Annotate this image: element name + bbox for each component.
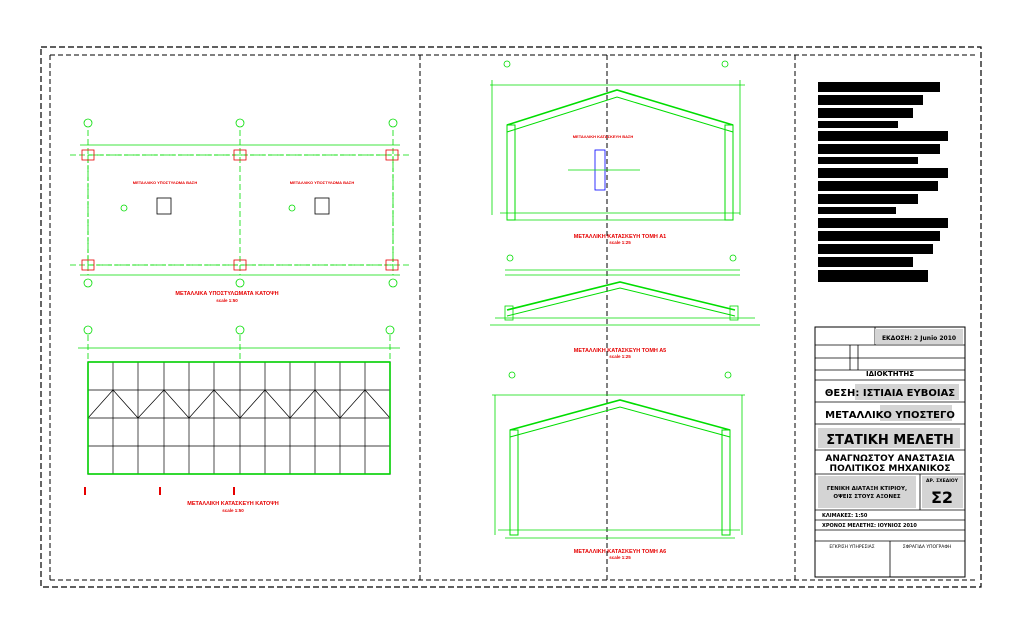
scale-label: ΚΛΙΜΑΚΕΣ: 1:50 bbox=[822, 513, 868, 519]
foundation-plan-scale: scale 1:50 bbox=[216, 298, 238, 303]
foundation-plan-drawing bbox=[70, 118, 410, 288]
sheet-description-line-2: ΟΨΕΙΣ ΣΤΟΥΣ ΑΞΟΝΕΣ bbox=[833, 494, 900, 500]
sheet-description-line-1: ΓΕΝΙΚΗ ΔΙΑΤΑΞΗ ΚΤΙΡΙΟΥ, bbox=[827, 486, 907, 492]
title-block bbox=[814, 326, 966, 578]
edition-label: ΕΚΔΟΣΗ: 2 Junio 2010 bbox=[882, 335, 956, 342]
title-block-highlights bbox=[818, 329, 963, 508]
engineer-title: ΠΟΛΙΤΙΚΟΣ ΜΗΧΑΝΙΚΟΣ bbox=[830, 464, 951, 474]
foundation-plan-title: ΜΕΤΑΛΛΙΚΑ ΥΠΟΣΤΥΛΩΜΑΤΑ ΚΑΤΟΨΗ bbox=[175, 291, 278, 297]
section-a1-scale: scale 1:25 bbox=[609, 240, 631, 245]
location-label: ΘΕΣΗ: ΙΣΤΙΑΙΑ ΕΥΒΟΙΑΣ bbox=[825, 388, 955, 399]
sheet-number-label: ΑΡ. ΣΧΕΔΙΟΥ bbox=[926, 478, 959, 484]
section-a5-scale: scale 1:25 bbox=[609, 354, 631, 359]
roof-plan-section-marks bbox=[84, 487, 235, 495]
roof-plan-columns bbox=[87, 361, 391, 475]
svg-text:ΜΕΤΑΛΛΙΚΗ ΚΑΤΑΣΚΕΥΗ ΒΑΣΗ: ΜΕΤΑΛΛΙΚΗ ΚΑΤΑΣΚΕΥΗ ΒΑΣΗ bbox=[573, 134, 634, 139]
roof-plan-scale: scale 1:50 bbox=[222, 508, 244, 513]
study-date-label: ΧΡΟΝΟΣ ΜΕΛΕΤΗΣ: ΙΟΥΝΙΟΣ 2010 bbox=[822, 523, 917, 529]
sheet-border bbox=[40, 46, 982, 588]
roof-plan-grid bbox=[87, 361, 391, 475]
approval-label: ΕΓΚΡΙΣΗ ΥΠΗΡΕΣΙΑΣ bbox=[829, 544, 874, 550]
section-a1-drawing bbox=[490, 60, 745, 221]
svg-text:ΜΕΤΑΛΛΙΚΟ ΥΠΟΣΤΥΛΩΜΑ ΒΑΣΗ: ΜΕΤΑΛΛΙΚΟ ΥΠΟΣΤΥΛΩΜΑ ΒΑΣΗ bbox=[133, 180, 198, 185]
signature-label: ΣΦΡΑΓΙΔΑ ΥΠΟΓΡΑΦΗ bbox=[903, 544, 952, 550]
section-a6-title: ΜΕΤΑΛΛΙΚΗ ΚΑΤΑΣΚΕΥΗ ΤΟΜΗ Α6 bbox=[574, 549, 666, 555]
roof-plan-title: ΜΕΤΑΛΛΙΚΗ ΚΑΤΑΣΚΕΥΗ ΚΑΤΟΨΗ bbox=[187, 501, 279, 507]
section-a1-title: ΜΕΤΑΛΛΙΚΗ ΚΑΤΑΣΚΕΥΗ ΤΟΜΗ Α1 bbox=[574, 234, 666, 240]
section-a6-drawing bbox=[492, 371, 745, 539]
sheet-number: Σ2 bbox=[931, 488, 953, 507]
svg-text:ΜΕΤΑΛΛΙΚΟ ΥΠΟΣΤΥΛΩΜΑ ΒΑΣΗ: ΜΕΤΑΛΛΙΚΟ ΥΠΟΣΤΥΛΩΜΑ ΒΑΣΗ bbox=[290, 180, 355, 185]
owner-label: ΙΔΙΟΚΤΗΤΗΣ bbox=[866, 370, 914, 378]
project-label: ΜΕΤΑΛΛΙΚΟ ΥΠΟΣΤΕΓΟ bbox=[825, 410, 955, 421]
redacted-notes bbox=[818, 82, 948, 282]
roof-plan-drawing bbox=[78, 325, 400, 362]
section-a6-scale: scale 1:25 bbox=[609, 555, 631, 560]
engineer-name: ΑΝΑΓΝΩΣΤΟΥ ΑΝΑΣΤΑΣΙΑ bbox=[825, 454, 954, 464]
section-a5-title: ΜΕΤΑΛΛΙΚΗ ΚΑΤΑΣΚΕΥΗ ΤΟΜΗ Α5 bbox=[574, 348, 666, 354]
study-label: ΣΤΑΤΙΚΗ ΜΕΛΕΤΗ bbox=[826, 433, 954, 448]
section-a5-drawing bbox=[490, 254, 760, 326]
